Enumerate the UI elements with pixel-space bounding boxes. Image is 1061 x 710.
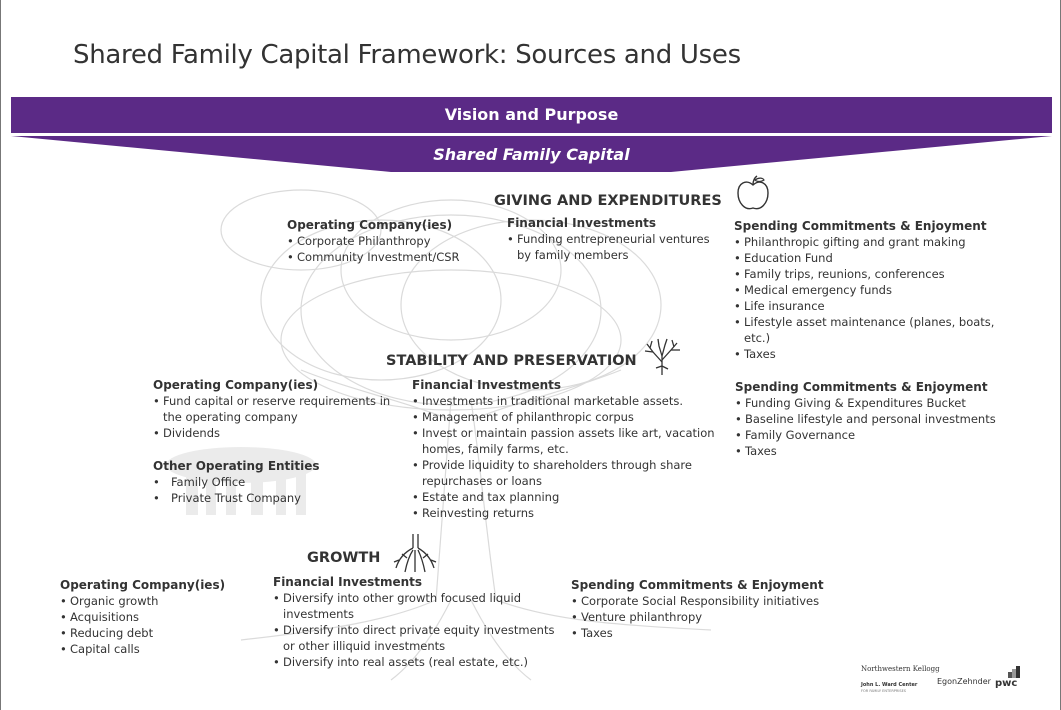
giving-fin-title: Financial Investments [507, 216, 657, 230]
list-item: Baseline lifestyle and personal investme… [735, 411, 1025, 427]
list-item: Family Governance [735, 427, 1025, 443]
stability-spend-title: Spending Commitments & Enjoyment [735, 380, 988, 394]
stability-fin-title: Financial Investments [412, 378, 562, 392]
giving-fin-block: Financial Investments Funding entreprene… [507, 215, 727, 263]
growth-spend-block: Spending Commitments & Enjoyment Corpora… [571, 577, 831, 641]
growth-spend-title: Spending Commitments & Enjoyment [571, 578, 824, 592]
giving-heading: GIVING AND EXPENDITURES [494, 193, 722, 209]
egonzehnder-logo: EgonZehnder [937, 677, 991, 686]
vision-banner: Vision and Purpose [11, 97, 1052, 133]
giving-opco-title: Operating Company(ies) [287, 218, 453, 232]
list-item: Fund capital or reserve requirements in … [153, 393, 403, 425]
list-item: Reducing debt [60, 625, 260, 641]
stability-other-title: Other Operating Entities [153, 459, 320, 473]
tree-branches-icon [644, 338, 680, 375]
giving-spend-block: Spending Commitments & Enjoyment Philant… [734, 218, 1024, 362]
ward-center-sub: FOR FAMILY ENTERPRISES [861, 689, 907, 693]
list-item: Estate and tax planning [412, 489, 742, 505]
roots-icon [393, 534, 437, 573]
list-item: Life insurance [734, 298, 1024, 314]
growth-opco-title: Operating Company(ies) [60, 578, 226, 592]
growth-fin-title: Financial Investments [273, 575, 423, 589]
growth-fin-block: Financial Investments Diversify into oth… [273, 574, 563, 670]
stability-opco-block: Operating Company(ies) Fund capital or r… [153, 377, 403, 441]
list-item: Investments in traditional marketable as… [412, 393, 742, 409]
ward-center-logo: John L. Ward Center [861, 682, 918, 688]
kellogg-logo: Northwestern Kellogg [861, 665, 940, 673]
stability-heading: STABILITY AND PRESERVATION [386, 353, 637, 369]
list-item: Organic growth [60, 593, 260, 609]
giving-opco-block: Operating Company(ies) Corporate Philant… [287, 217, 487, 265]
list-item: Management of philanthropic corpus [412, 409, 742, 425]
list-item: Funding entrepreneurial ventures by fami… [507, 231, 727, 263]
list-item: Taxes [571, 625, 831, 641]
list-item: Corporate Philanthropy [287, 233, 487, 249]
list-item: Provide liquidity to shareholders throug… [412, 457, 742, 489]
stability-other-block: Other Operating Entities Family Office P… [153, 458, 373, 506]
pwc-logo: pwc [995, 678, 1018, 689]
list-item: Lifestyle asset maintenance (planes, boa… [734, 314, 1024, 346]
growth-opco-block: Operating Company(ies) Organic growth Ac… [60, 577, 260, 657]
list-item: Diversify into other growth focused liqu… [273, 590, 563, 622]
list-item: Invest or maintain passion assets like a… [412, 425, 742, 457]
list-item: Funding Giving & Expenditures Bucket [735, 395, 1025, 411]
growth-heading: GROWTH [307, 550, 381, 566]
page-title: Shared Family Capital Framework: Sources… [73, 40, 741, 70]
giving-spend-title: Spending Commitments & Enjoyment [734, 219, 987, 233]
list-item: Taxes [734, 346, 1024, 362]
funnel-shape [11, 136, 1052, 172]
list-item: Education Fund [734, 250, 1024, 266]
list-item: Family Office [153, 474, 373, 490]
list-item: Philanthropic gifting and grant making [734, 234, 1024, 250]
list-item: Taxes [735, 443, 1025, 459]
list-item: Venture philanthropy [571, 609, 831, 625]
list-item: Capital calls [60, 641, 260, 657]
list-item: Medical emergency funds [734, 282, 1024, 298]
stability-opco-title: Operating Company(ies) [153, 378, 319, 392]
list-item: Community Investment/CSR [287, 249, 487, 265]
list-item: Diversify into real assets (real estate,… [273, 654, 563, 670]
list-item: Corporate Social Responsibility initiati… [571, 593, 831, 609]
list-item: Diversify into direct private equity inv… [273, 622, 563, 654]
funnel-label: Shared Family Capital [433, 145, 630, 164]
apple-icon [737, 175, 769, 210]
list-item: Private Trust Company [153, 490, 373, 506]
pwc-mark-icon [1008, 666, 1020, 678]
list-item: Acquisitions [60, 609, 260, 625]
list-item: Dividends [153, 425, 403, 441]
stability-spend-block: Spending Commitments & Enjoyment Funding… [735, 379, 1025, 459]
stability-fin-block: Financial Investments Investments in tra… [412, 377, 742, 521]
list-item: Family trips, reunions, conferences [734, 266, 1024, 282]
list-item: Reinvesting returns [412, 505, 742, 521]
